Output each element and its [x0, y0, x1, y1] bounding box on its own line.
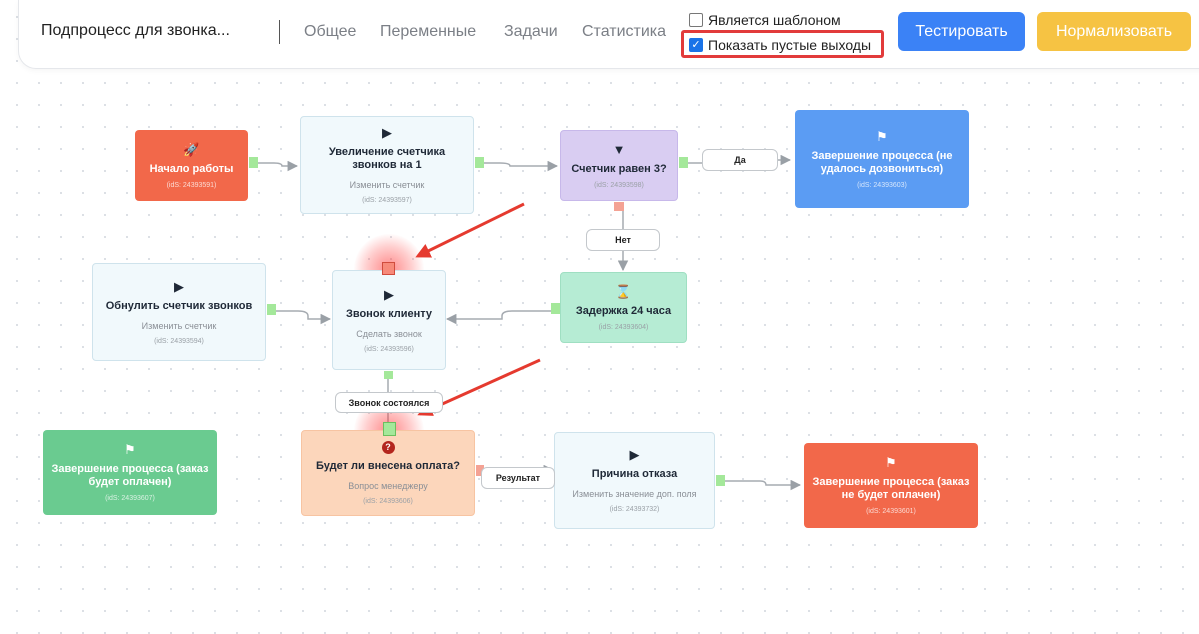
node-title: Обнулить счетчик звонков — [105, 299, 253, 312]
node-id: (idS: 24393594) — [154, 337, 204, 345]
edge-label-no: Нет — [586, 229, 660, 251]
output-port[interactable] — [475, 157, 484, 168]
node-subtitle: Изменить значение доп. поля — [572, 489, 697, 499]
node-start[interactable]: 🚀 Начало работы (idS: 24393591) — [135, 130, 248, 201]
edge-label-result: Результат — [481, 467, 555, 489]
tab-tasks[interactable]: Задачи — [504, 23, 558, 40]
empty-outputs-checkbox-label: Показать пустые выходы — [708, 37, 872, 53]
highlighted-empty-output-port[interactable] — [382, 262, 395, 275]
node-subtitle: Сделать звонок — [356, 328, 422, 339]
tab-statistics[interactable]: Статистика — [582, 23, 667, 40]
node-title: Завершение процесса (не удалось дозвонит… — [811, 149, 953, 175]
template-checkbox-label: Является шаблоном — [708, 12, 841, 28]
node-id: (idS: 24393598) — [594, 181, 644, 189]
node-payment-question[interactable]: ? Будет ли внесена оплата? Вопрос менедж… — [301, 430, 475, 516]
node-id: (idS: 24393607) — [105, 495, 155, 502]
output-port[interactable] — [551, 303, 560, 314]
node-id: (idS: 24393732) — [609, 506, 660, 513]
output-port[interactable] — [716, 475, 725, 486]
node-title: Завершение процесса (заказ не будет опла… — [812, 476, 970, 501]
node-title: Причина отказа — [591, 468, 678, 480]
top-toolbar: Подпроцесс для звонка... Общее Переменны… — [18, 0, 1199, 69]
node-subtitle: Вопрос менеджеру — [348, 481, 428, 491]
output-port[interactable] — [249, 157, 258, 168]
node-title: Завершение процесса (заказ будет оплачен… — [51, 463, 209, 488]
edge-start-increment — [257, 160, 299, 172]
question-icon: ? — [381, 441, 395, 454]
edge-reset-call — [275, 310, 332, 325]
node-counter-check[interactable]: ▼ Счетчик равен 3? (idS: 24393598) — [560, 130, 678, 201]
node-increment-counter[interactable]: ▶ Увеличение счетчика звонков на 1 Измен… — [300, 116, 474, 214]
node-id: (idS: 24393603) — [857, 181, 907, 189]
node-id: (idS: 24393606) — [363, 498, 413, 505]
node-title: Задержка 24 часа — [575, 304, 672, 317]
node-title: Будет ли внесена оплата? — [316, 460, 460, 472]
test-button[interactable]: Тестировать — [898, 12, 1025, 51]
output-port-no[interactable] — [614, 202, 624, 211]
flag-icon: ⚑ — [124, 442, 136, 457]
node-id: (idS: 24393596) — [364, 345, 414, 353]
node-delay[interactable]: ⌛ Задержка 24 часа (idS: 24393604) — [560, 272, 687, 343]
node-subtitle: Изменить счетчик — [349, 180, 425, 190]
tab-general[interactable]: Общее — [304, 23, 357, 40]
node-reject-reason[interactable]: ▶ Причина отказа Изменить значение доп. … — [554, 432, 715, 529]
output-port-yes[interactable] — [679, 157, 688, 168]
node-title: Счетчик равен 3? — [571, 162, 667, 175]
node-id: (idS: 24393591) — [166, 181, 217, 189]
node-call-client[interactable]: ▶ Звонок клиенту Сделать звонок (idS: 24… — [332, 270, 446, 370]
template-checkbox[interactable] — [689, 13, 703, 27]
play-icon: ▶ — [384, 286, 394, 302]
node-id: (idS: 24393597) — [362, 197, 412, 204]
play-icon: ▶ — [629, 447, 640, 462]
output-port[interactable] — [384, 371, 393, 379]
node-reset-counter[interactable]: ▶ Обнулить счетчик звонков Изменить счет… — [92, 263, 266, 361]
play-icon: ▶ — [174, 278, 184, 294]
play-icon: ▶ — [382, 125, 392, 140]
node-id: (idS: 24393601) — [866, 508, 916, 515]
tab-variables[interactable]: Переменные — [380, 23, 477, 40]
output-port[interactable] — [476, 465, 484, 476]
empty-outputs-checkbox[interactable]: ✓ — [689, 38, 703, 52]
rocket-icon: 🚀 — [183, 141, 200, 157]
node-end-no-call[interactable]: ⚑ Завершение процесса (не удалось дозвон… — [795, 110, 969, 208]
process-title: Подпроцесс для звонка... — [41, 22, 230, 39]
node-title: Начало работы — [149, 162, 234, 175]
edge-increment-check — [483, 160, 559, 172]
node-subtitle: Изменить счетчик — [141, 320, 217, 331]
node-title: Звонок клиенту — [345, 307, 433, 320]
flag-icon: ⚑ — [885, 455, 897, 470]
edge-reject-end — [723, 479, 802, 491]
header-separator — [279, 20, 280, 44]
template-checkbox-row[interactable]: Является шаблоном — [689, 12, 841, 28]
output-port[interactable] — [267, 304, 276, 315]
node-id: (idS: 24393604) — [598, 323, 649, 331]
annotation-highlight-box — [681, 30, 884, 58]
filter-icon: ▼ — [612, 141, 626, 157]
empty-outputs-checkbox-row[interactable]: ✓ Показать пустые выходы — [689, 37, 871, 53]
edge-label-call-done: Звонок состоялся — [335, 392, 443, 413]
edge-delay-call — [445, 310, 555, 325]
node-title: Увеличение счетчика звонков на 1 — [328, 146, 446, 171]
node-end-not-paid[interactable]: ⚑ Завершение процесса (заказ не будет оп… — [804, 443, 978, 528]
node-end-paid[interactable]: ⚑ Завершение процесса (заказ будет оплач… — [43, 430, 217, 515]
hourglass-icon: ⌛ — [615, 283, 632, 299]
normalize-button[interactable]: Нормализовать — [1037, 12, 1191, 51]
flag-icon: ⚑ — [876, 128, 888, 144]
edge-label-yes: Да — [702, 149, 778, 171]
highlighted-empty-output-port[interactable] — [383, 422, 396, 436]
annotation-arrow-1 — [415, 202, 525, 258]
